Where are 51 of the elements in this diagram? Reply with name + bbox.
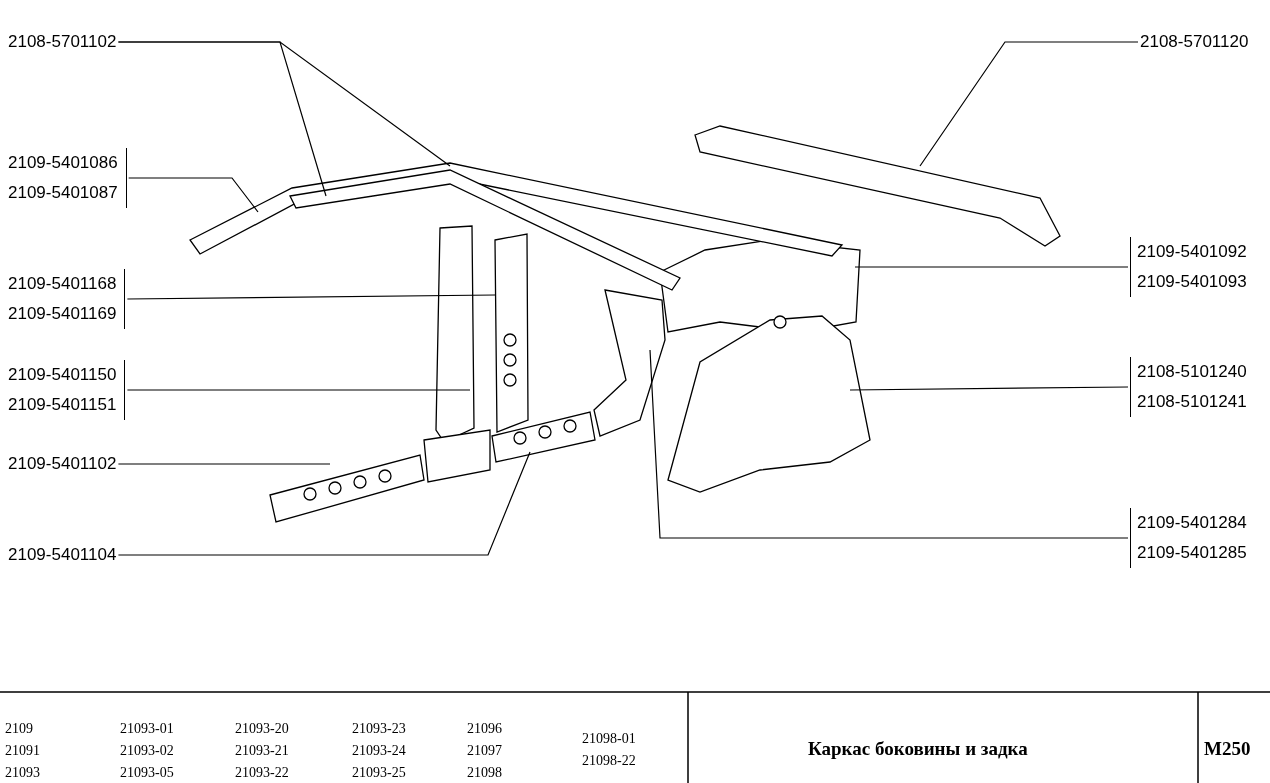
part-number: 2108-5701120 <box>1140 27 1249 57</box>
leader-line <box>117 451 531 556</box>
part-number: 2109-5401285 <box>1137 542 1247 564</box>
part-number: 2109-5401284 <box>1137 512 1247 534</box>
part-number: 2108-5101240 <box>1137 361 1247 383</box>
part-number-bracket <box>1130 508 1247 568</box>
part-number: 2109-5401151 <box>8 394 117 416</box>
leader-line <box>117 41 327 197</box>
model-code: 21093-24 <box>352 743 406 759</box>
part-number-bracket <box>8 269 126 329</box>
leader-line <box>126 389 471 391</box>
part-number-bracket <box>8 360 126 420</box>
model-code: 21098-22 <box>582 753 636 769</box>
model-code: 21093-25 <box>352 765 406 781</box>
part-number-bracket <box>1130 357 1247 417</box>
model-code: 21093-23 <box>352 721 406 737</box>
leader-line <box>854 266 1129 268</box>
part-number: 2109-5401168 <box>8 273 117 295</box>
part-number: 2109-5401169 <box>8 303 117 325</box>
sheet-code: М250 <box>1204 738 1251 760</box>
part-number: 2109-5401092 <box>1137 241 1247 263</box>
part-number-bracket <box>1130 237 1247 297</box>
model-code: 21097 <box>467 743 502 759</box>
model-code: 21093-02 <box>120 743 174 759</box>
part-number: 2109-5401086 <box>8 152 118 174</box>
model-code: 21093-21 <box>235 743 289 759</box>
leader-line <box>849 386 1129 391</box>
part-number-bracket <box>8 148 127 208</box>
sheet-title: Каркас боковины и задка <box>808 738 1028 760</box>
leader-line <box>649 349 1129 539</box>
model-code: 2109 <box>5 721 33 737</box>
model-code: 21093-05 <box>120 765 174 781</box>
leader-line <box>126 294 496 300</box>
part-number: 2109-5401102 <box>8 449 117 479</box>
part-number: 2108-5101241 <box>1137 391 1247 413</box>
part-number: 2109-5401150 <box>8 364 117 386</box>
model-code: 21091 <box>5 743 40 759</box>
model-code: 21093-01 <box>120 721 174 737</box>
model-code: 21093 <box>5 765 40 781</box>
leader-line <box>128 177 259 213</box>
model-code: 21096 <box>467 721 502 737</box>
model-code: 21098-01 <box>582 731 636 747</box>
leader-line <box>117 463 331 465</box>
model-code: 21093-22 <box>235 765 289 781</box>
part-number: 2108-5701102 <box>8 27 117 57</box>
model-code: 21098 <box>467 765 502 781</box>
leader-line <box>919 41 1139 167</box>
part-number: 2109-5401093 <box>1137 271 1247 293</box>
model-code: 21093-20 <box>235 721 289 737</box>
part-number: 2109-5401087 <box>8 182 118 204</box>
part-number: 2109-5401104 <box>8 540 117 570</box>
